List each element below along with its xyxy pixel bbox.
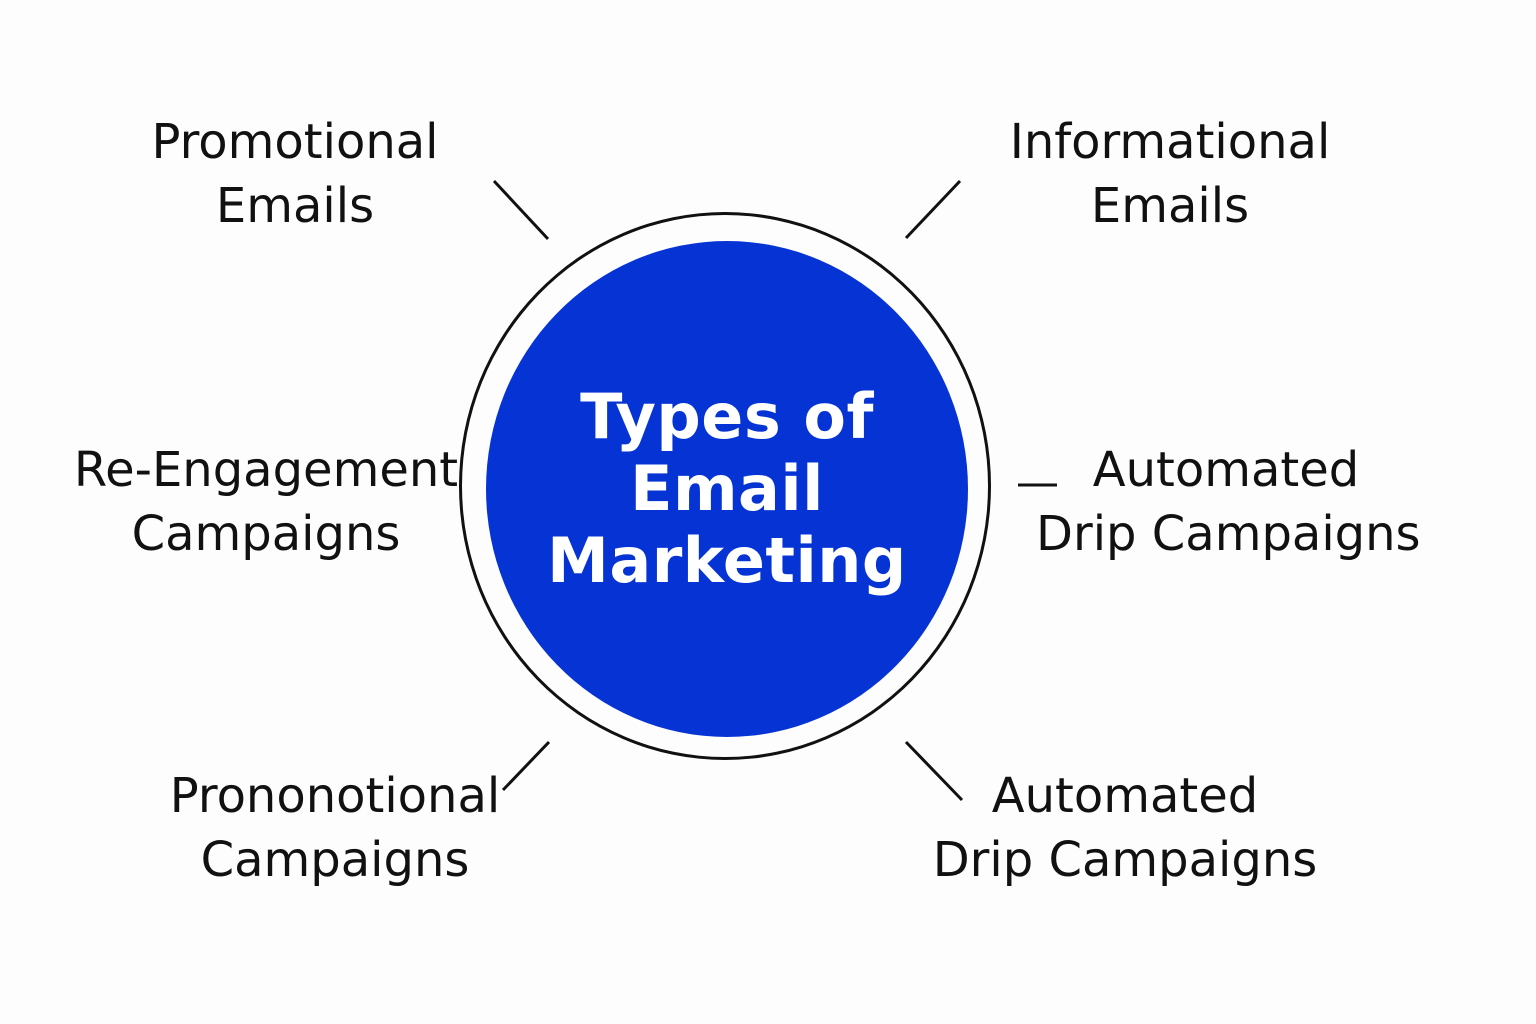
label-informational-emails: Informational Emails: [985, 110, 1355, 238]
label-line: Promotional: [151, 114, 439, 170]
label-line: Informational: [1009, 114, 1331, 170]
label-line: Emails: [1090, 178, 1250, 234]
connector-bottom-right: [904, 740, 964, 802]
connector-top-right: [904, 179, 962, 240]
center-outer-ring: [459, 212, 991, 760]
label-automated-drip-campaigns-middle: Automated Drip Campaigns: [1036, 438, 1421, 566]
connector-top-left: [492, 179, 550, 241]
center-title-line-1: Types of: [580, 380, 874, 453]
label-line: Re-Engagement: [73, 442, 459, 498]
label-line: Campaigns: [131, 506, 401, 562]
label-line: Drip Campaigns: [932, 832, 1318, 888]
label-line: Automated: [1092, 442, 1360, 498]
label-automated-drip-campaigns-bottom: Automated Drip Campaigns: [925, 764, 1325, 892]
center-title-line-3: Marketing: [547, 524, 907, 597]
label-re-engagement-campaigns: Re-Engagement Campaigns: [66, 438, 466, 566]
label-line: Emails: [215, 178, 375, 234]
label-line: Drip Campaigns: [1036, 506, 1421, 562]
center-title-line-2: Email: [630, 452, 824, 525]
label-line: Prononotional: [169, 768, 501, 824]
label-line: Automated: [991, 768, 1259, 824]
center-circle: Types of Email Marketing: [486, 241, 968, 737]
label-promotional-emails: Promotional Emails: [120, 110, 470, 238]
label-line: Campaigns: [200, 832, 470, 888]
label-prononotional-campaigns: Prononotional Campaigns: [140, 764, 530, 892]
connector-bottom-left: [501, 740, 551, 792]
